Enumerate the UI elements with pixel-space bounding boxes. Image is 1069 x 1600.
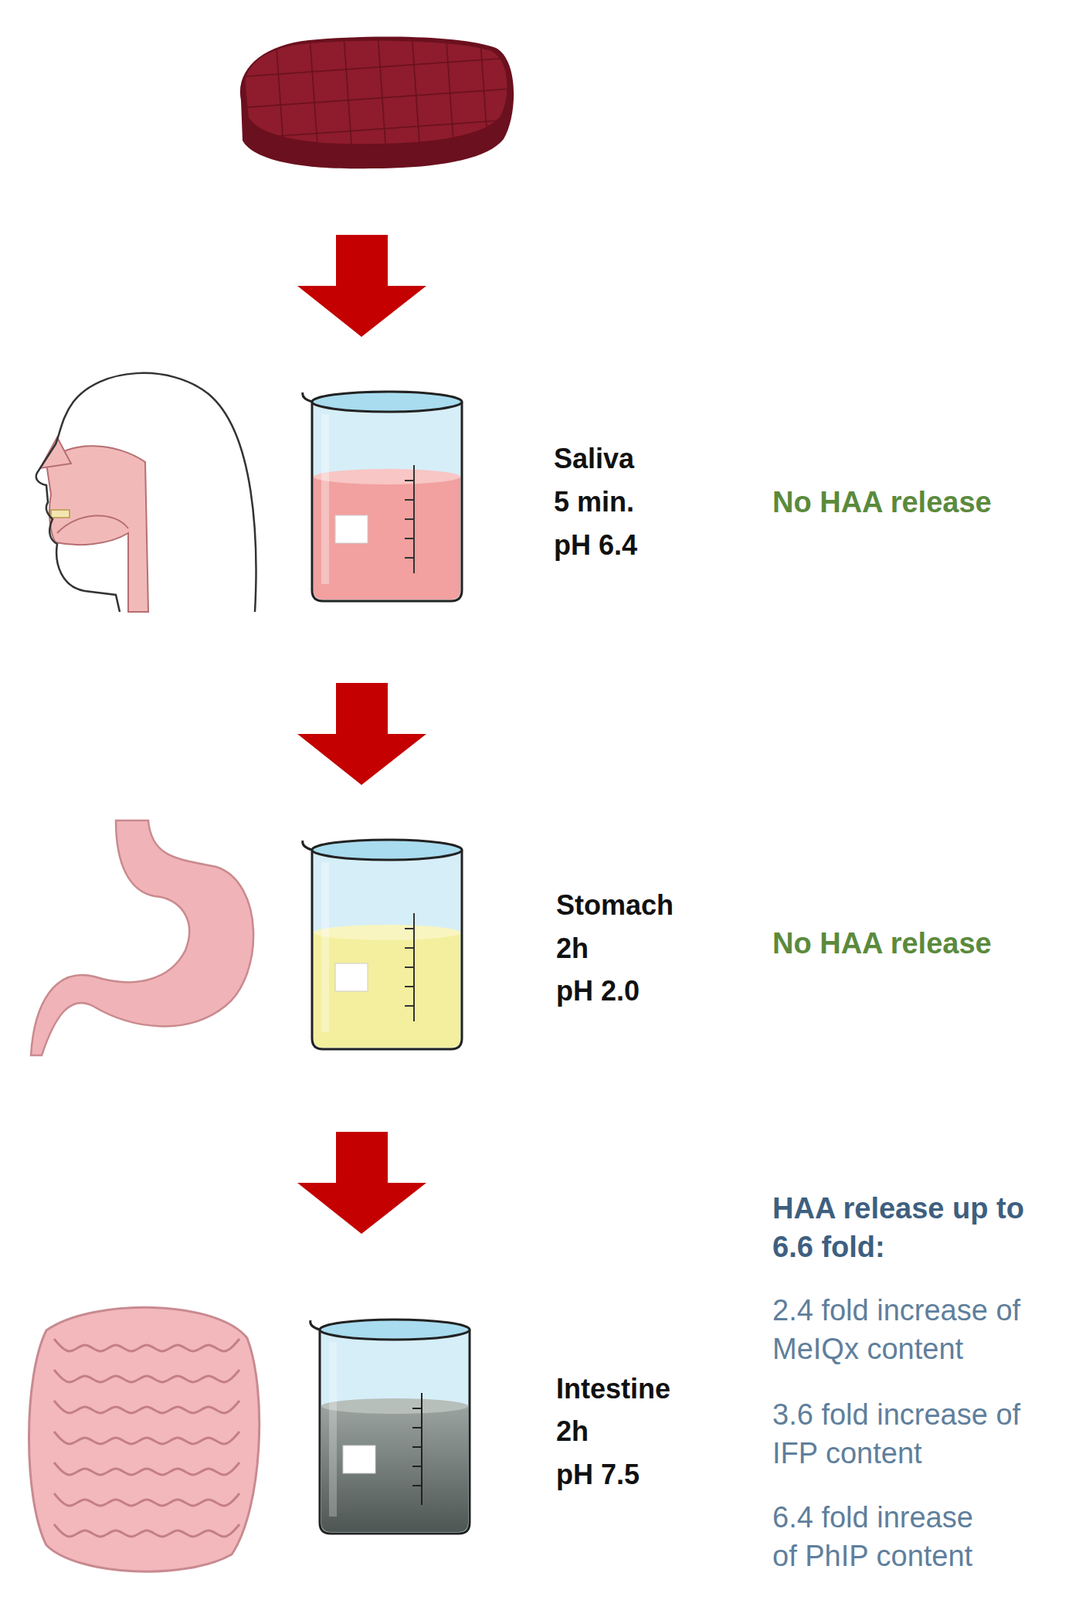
flow-arrow (297, 682, 427, 785)
intestine-fold (54, 1400, 240, 1413)
intestine-fold (54, 1369, 240, 1382)
beaker (310, 1319, 470, 1534)
stage-time: 5 min. (553, 483, 635, 521)
stage-name: Stomach (556, 886, 674, 924)
stage-ph: pH 2.0 (556, 972, 640, 1010)
stage-time: 2h (556, 1412, 589, 1450)
result-note: 2.4 fold increase of MeIQx content (772, 1290, 1022, 1368)
intestine-illustration (29, 1306, 260, 1572)
result-note: No HAA release (772, 923, 992, 963)
intestine-fold (54, 1462, 240, 1475)
steak (240, 36, 514, 169)
beaker (302, 839, 462, 1049)
stomach-illustration (30, 820, 254, 1056)
result-heading: HAA release up to 6.6 fold: (772, 1188, 1047, 1266)
stage-ph: pH 7.5 (556, 1455, 640, 1494)
stage-time: 2h (556, 929, 589, 968)
flow-arrow (297, 1131, 427, 1234)
intestine-fold (54, 1338, 240, 1351)
head-illustration (36, 373, 257, 612)
result-note: No HAA release (772, 482, 992, 522)
intestine-fold (54, 1523, 240, 1537)
stage-name: Saliva (553, 440, 635, 478)
result-note: 6.4 fold inrease of PhIP content (772, 1497, 1001, 1575)
stage-ph: pH 6.4 (553, 526, 638, 564)
stage-name: Intestine (556, 1370, 671, 1408)
intestine-fold (54, 1493, 240, 1506)
intestine-fold (54, 1431, 240, 1444)
flow-arrow (297, 234, 427, 337)
result-note: 3.6 fold increase of IFP content (772, 1394, 1022, 1473)
beaker (302, 391, 462, 601)
